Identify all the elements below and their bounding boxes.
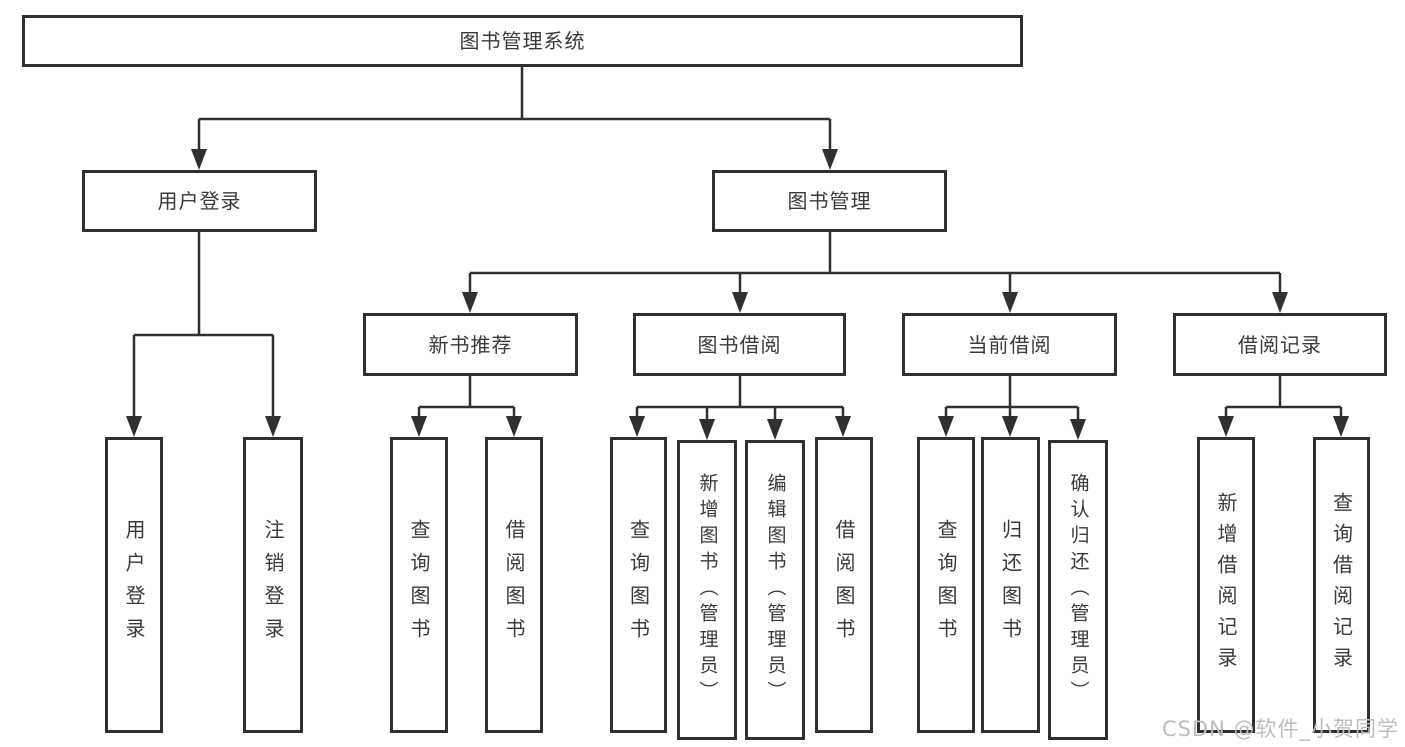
leaf-user-login-label: 用户登录 (122, 519, 146, 651)
leaf-query-books-borrow-label: 查询图书 (626, 519, 651, 651)
leaf-logout: 注销登录 (243, 437, 303, 733)
leaf-borrow-books-recommend-label: 借阅图书 (502, 519, 526, 651)
node-new-book-recommend: 新书推荐 (363, 313, 578, 376)
leaf-borrow-books-borrow: 借阅图书 (815, 437, 873, 733)
node-borrow-records: 借阅记录 (1173, 313, 1387, 376)
csdn-watermark: CSDN @软件_小贺同学 (1161, 717, 1399, 741)
leaf-query-books-current: 查询图书 (917, 437, 975, 733)
leaf-query-books-current-label: 查询图书 (934, 519, 958, 651)
leaf-add-borrow-record-label: 新增借阅记录 (1214, 492, 1238, 678)
leaf-return-book-label: 归还图书 (998, 519, 1023, 651)
node-book-borrow-label: 图书借阅 (697, 332, 782, 357)
leaf-borrow-books-borrow-label: 借阅图书 (832, 519, 856, 651)
node-current-borrow: 当前借阅 (902, 313, 1117, 376)
leaf-query-books-recommend-label: 查询图书 (407, 519, 431, 651)
node-book-management-label: 图书管理 (787, 189, 872, 213)
node-new-book-recommend-label: 新书推荐 (428, 332, 513, 357)
node-current-borrow-label: 当前借阅 (967, 332, 1052, 357)
node-user-login-label: 用户登录 (157, 189, 242, 213)
leaf-query-borrow-record-label: 查询借阅记录 (1329, 492, 1354, 678)
node-book-borrow: 图书借阅 (633, 313, 846, 376)
leaf-logout-label: 注销登录 (261, 519, 285, 651)
leaf-add-borrow-record: 新增借阅记录 (1197, 437, 1255, 733)
node-root: 图书管理系统 (22, 15, 1023, 67)
leaf-confirm-return-admin-label: 确认归还（管理员） (1067, 473, 1090, 707)
leaf-confirm-return-admin: 确认归还（管理员） (1048, 440, 1108, 740)
leaf-add-book-admin-label: 新增图书（管理员） (696, 473, 719, 707)
leaf-user-login: 用户登录 (105, 437, 163, 733)
leaf-query-books-borrow: 查询图书 (610, 437, 667, 733)
leaf-add-book-admin: 新增图书（管理员） (677, 440, 737, 740)
node-user-login: 用户登录 (82, 170, 317, 232)
leaf-borrow-books-recommend: 借阅图书 (485, 437, 543, 733)
node-root-label: 图书管理系统 (459, 29, 586, 53)
node-borrow-records-label: 借阅记录 (1238, 332, 1322, 357)
leaf-query-borrow-record: 查询借阅记录 (1313, 437, 1370, 733)
node-book-management: 图书管理 (712, 170, 947, 232)
leaf-return-book: 归还图书 (981, 437, 1040, 733)
leaf-query-books-recommend: 查询图书 (390, 437, 448, 733)
leaf-edit-book-admin-label: 编辑图书（管理员） (764, 473, 787, 707)
leaf-edit-book-admin: 编辑图书（管理员） (745, 440, 805, 740)
